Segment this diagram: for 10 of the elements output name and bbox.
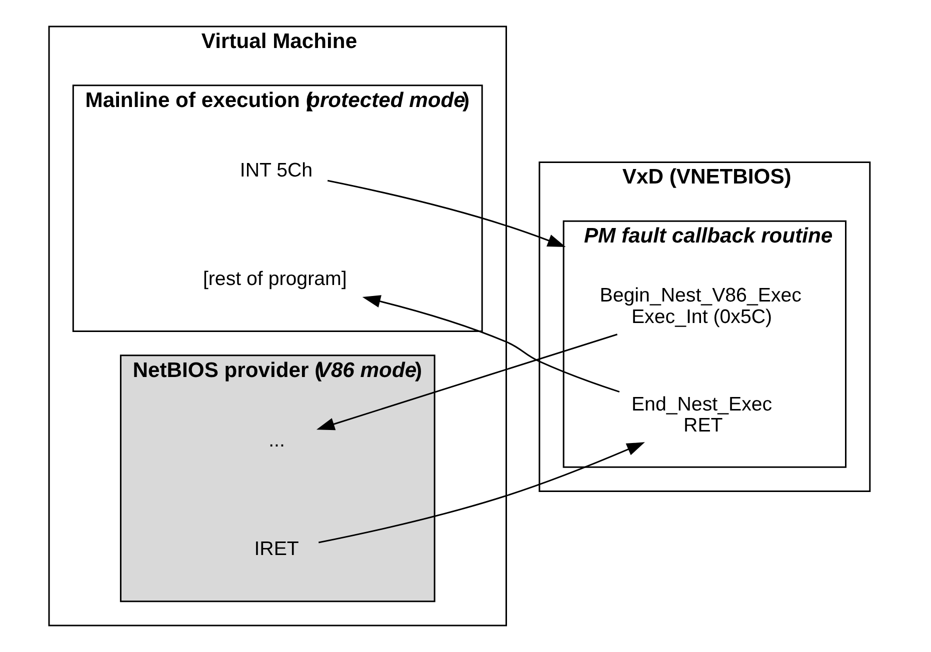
- arrow: [318, 442, 645, 544]
- arrow: [327, 180, 566, 248]
- node-text: IRET: [254, 538, 299, 560]
- arrow: [316, 334, 618, 430]
- node-text: End_Nest_Exec RET: [631, 393, 772, 436]
- node-text: ...: [268, 430, 285, 452]
- node-text: INT 5Ch: [240, 159, 313, 182]
- node-text: [rest of program]: [202, 268, 347, 290]
- node-text: Begin_Nest_V86_Exec Exec_Int (0x5C): [600, 284, 802, 328]
- arrow: [362, 295, 620, 392]
